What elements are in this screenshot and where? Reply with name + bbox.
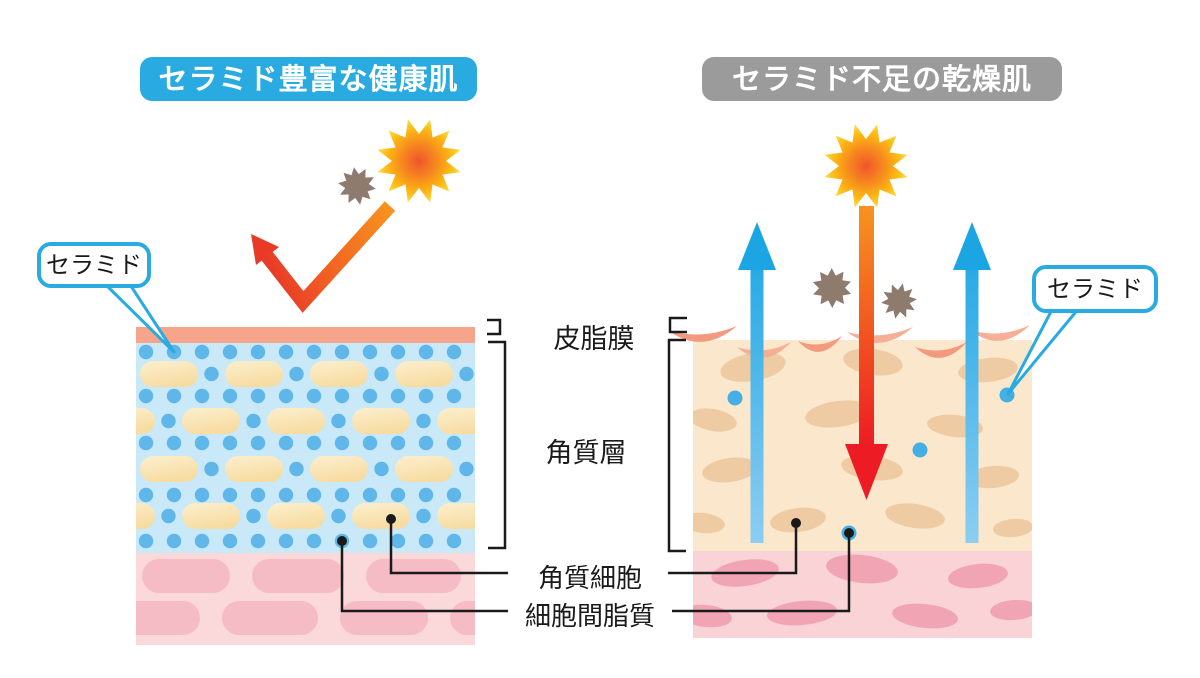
irritant-star-icon [338, 167, 917, 319]
label-corneocyte: 角質細胞 [537, 564, 642, 594]
lipid-connector-right [672, 533, 851, 613]
corneum-bracket-right [667, 338, 686, 553]
label-sebum-film: 皮脂膜 [553, 324, 635, 355]
sebum-film-layer [136, 327, 475, 343]
sun-icon [824, 124, 908, 208]
ceramide-callout-left: セラミド [37, 242, 151, 288]
header-healthy-skin: セラミド豊富な健康肌 [140, 57, 477, 101]
dry-skin-diagram [669, 325, 1032, 638]
sun-icon [377, 119, 461, 203]
uv-down-arrow-icon [845, 206, 888, 500]
sebum-bracket-right [668, 316, 687, 334]
ceramide-callout-right: セラミド [1032, 265, 1158, 313]
corneocyte-connector-left [389, 519, 508, 575]
layer-brackets [487, 316, 687, 553]
connector-dots [337, 514, 854, 546]
header-dry-skin: セラミド不足の乾燥肌 [702, 57, 1062, 101]
reflected-uv-arrow-icon [251, 201, 396, 313]
connector-lines [340, 519, 851, 613]
label-stratum-corneum: 角質層 [545, 438, 627, 469]
corneocyte-connector-right [668, 523, 798, 575]
label-intercellular-lipid: 細胞間脂質 [524, 602, 655, 632]
healthy-skin-diagram [136, 327, 475, 645]
sebum-bracket-left [487, 318, 502, 336]
ceramide-and-corneocyte-pattern [136, 344, 475, 549]
moisture-up-arrow-icon [738, 222, 776, 543]
corneum-bracket-left [488, 340, 507, 550]
moisture-up-arrow-icon [953, 222, 991, 543]
lipid-connector-left [340, 541, 508, 613]
